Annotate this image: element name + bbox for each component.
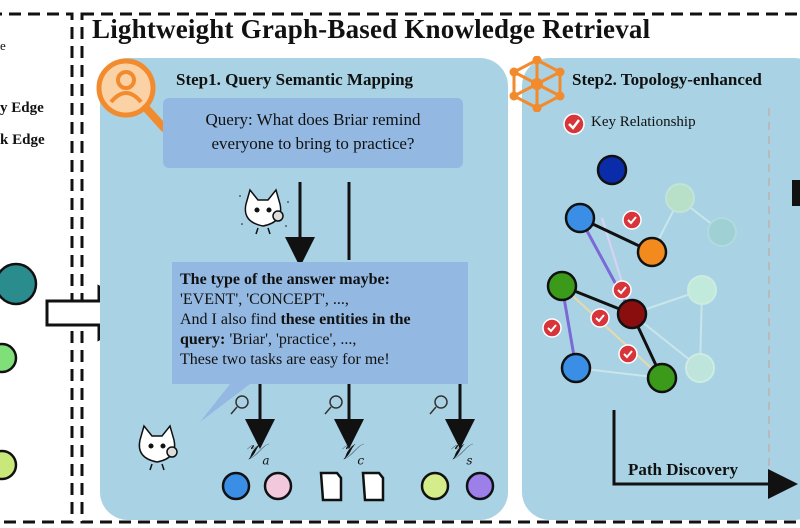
document-icon-1 bbox=[319, 471, 343, 502]
figure-title: Lightweight Graph-Based Knowledge Retrie… bbox=[92, 14, 651, 44]
answer-line-2: 'EVENT', 'CONCEPT', ..., bbox=[180, 291, 349, 308]
v-label-a-base: 𝒱 bbox=[244, 440, 263, 465]
legend-fragment: e bbox=[0, 38, 6, 53]
retrieved-items bbox=[221, 471, 495, 502]
node-pink bbox=[263, 471, 293, 501]
left-nodes bbox=[0, 262, 38, 481]
answer-bold-1: The type of the answer maybe: bbox=[180, 271, 390, 288]
v-label-s-base: 𝒱 bbox=[448, 440, 467, 465]
answer-line-4-bold: query: bbox=[180, 331, 226, 348]
graph-node-faint-mint bbox=[687, 275, 717, 305]
node-yellowgreen bbox=[420, 471, 450, 501]
magnifier-icons bbox=[230, 395, 448, 415]
graph-network-icon bbox=[509, 56, 565, 112]
cat-mascot-top bbox=[239, 188, 289, 235]
v-label-c-base: 𝒱 bbox=[339, 440, 358, 465]
cat-mascot-bottom bbox=[138, 424, 178, 471]
graph-node-faint-green bbox=[665, 183, 695, 213]
user-search-icon bbox=[96, 58, 168, 132]
graph-node-faint-right bbox=[685, 353, 715, 383]
graph-node-navy bbox=[596, 154, 628, 186]
answer-line-3-bold: these entities in the bbox=[280, 311, 411, 328]
v-label-a: 𝒱a bbox=[244, 440, 269, 467]
graph-node-blue-bottom bbox=[560, 352, 592, 384]
partial-right-icon bbox=[792, 180, 800, 206]
graph-node-darkred bbox=[616, 298, 648, 330]
legend-edge-2: k Edge bbox=[0, 132, 45, 148]
query-line-2: everyone to bring to practice? bbox=[211, 134, 415, 153]
speech-pointer bbox=[200, 384, 250, 422]
check-badge-icon bbox=[563, 113, 585, 135]
left-node-teal bbox=[0, 262, 38, 306]
node-blue bbox=[221, 471, 251, 501]
graph-node-orange bbox=[636, 236, 668, 268]
v-label-s-sub: s bbox=[466, 453, 473, 468]
answer-line-3-prefix: And I also find bbox=[180, 311, 281, 328]
query-box: Query: What does Briar remind everyone t… bbox=[163, 98, 463, 168]
topology-graph bbox=[542, 108, 800, 499]
v-label-c: 𝒱c bbox=[339, 440, 364, 467]
path-discovery-arrow bbox=[612, 410, 798, 499]
answer-box: The type of the answer maybe: 'EVENT', '… bbox=[172, 262, 468, 384]
query-line-1: Query: What does Briar remind bbox=[205, 110, 421, 129]
graph-node-green-bottom bbox=[646, 362, 678, 394]
step2-title: Step2. Topology-enhanced bbox=[572, 70, 762, 89]
v-label-s: 𝒱s bbox=[448, 440, 473, 467]
check-badges bbox=[542, 210, 642, 364]
graph-node-green-left bbox=[546, 270, 578, 302]
left-node-yellowgreen bbox=[0, 449, 18, 481]
answer-line-1: The type of the answer maybe: bbox=[180, 270, 468, 290]
node-purple bbox=[465, 471, 495, 501]
path-discovery-label: Path Discovery bbox=[628, 460, 739, 479]
answer-line-4-rest: 'Briar', 'practice', ..., bbox=[225, 331, 357, 348]
answer-line-5: These two tasks are easy for me! bbox=[180, 351, 390, 368]
v-label-c-sub: c bbox=[357, 453, 365, 468]
left-node-lightgreen bbox=[0, 342, 18, 374]
answer-line-3: And I also find these entities in the bbox=[180, 310, 468, 330]
v-label-a-sub: a bbox=[262, 453, 270, 468]
graph-node-faint-teal bbox=[707, 217, 737, 247]
left-dashed-frame bbox=[0, 12, 74, 524]
graph-node-blue bbox=[564, 202, 596, 234]
legend-edge-1: y Edge bbox=[0, 100, 44, 116]
answer-line-4: query: 'Briar', 'practice', ..., bbox=[180, 330, 468, 350]
document-icon-2 bbox=[361, 471, 385, 502]
main-dashed-frame bbox=[80, 12, 800, 524]
key-relationship-label: Key Relationship bbox=[591, 114, 696, 130]
step1-title: Step1. Query Semantic Mapping bbox=[176, 70, 414, 89]
